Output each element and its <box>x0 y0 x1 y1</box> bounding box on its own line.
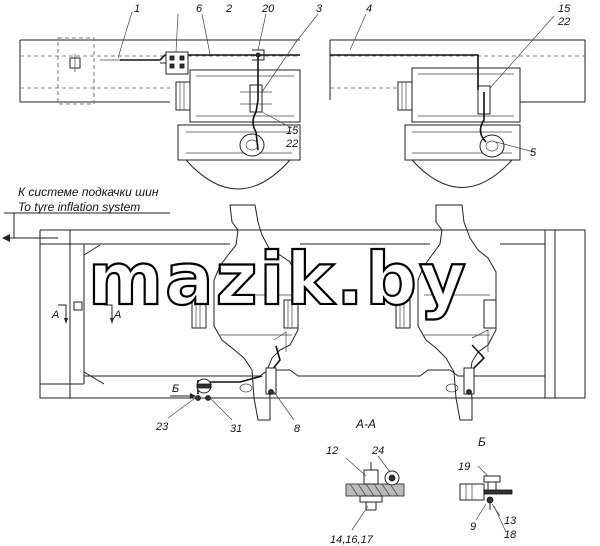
leader-lines-lower <box>167 391 295 421</box>
pipe-clip-top <box>69 54 81 72</box>
section-b-mark <box>170 393 196 399</box>
callout-5: 5 <box>530 147 537 159</box>
air-pipes-top-view <box>100 54 487 151</box>
callout-24: 24 <box>371 445 384 457</box>
caption-ru: К системе подкачки шин <box>18 185 159 199</box>
top-right-frame-rail <box>329 39 586 103</box>
front-axle-top-view <box>175 69 301 190</box>
caption-en: To tyre inflation system <box>18 200 140 214</box>
section-a-marks <box>58 301 114 324</box>
callout-6: 6 <box>196 3 203 15</box>
section-title-aa: А-А <box>355 417 376 431</box>
front-axle-lower-view <box>191 204 299 421</box>
caption-arrow <box>2 212 170 242</box>
top-left-frame-rail <box>19 37 300 105</box>
callout-15-top-right: 15 <box>558 3 571 15</box>
callout-15-mid: 15 <box>286 125 299 137</box>
section-title-b: Б <box>478 435 486 449</box>
callout-8: 8 <box>294 423 301 435</box>
callout-3: 3 <box>316 3 323 15</box>
callout-1: 1 <box>134 3 140 15</box>
callout-9: 9 <box>470 521 476 533</box>
callout-31: 31 <box>230 423 242 435</box>
callout-2: 2 <box>225 3 232 15</box>
callout-20: 20 <box>261 3 275 15</box>
watermark-text: mazik.by <box>88 237 468 321</box>
callout-19: 19 <box>458 461 470 473</box>
air-pipes-lower-view <box>197 329 489 394</box>
section-mark-a-right: A <box>113 309 121 321</box>
detail-aa <box>345 455 405 531</box>
valve-block-6 <box>160 51 189 75</box>
bracket-rear-lower <box>463 367 475 395</box>
detail-b <box>459 465 513 533</box>
leader-lines-top <box>117 11 555 153</box>
clamp-23-31 <box>195 378 212 401</box>
section-mark-a-left: A <box>51 309 59 321</box>
callout-18: 18 <box>504 529 517 541</box>
rear-axle-lower-view <box>395 204 497 421</box>
chassis-frame-lower <box>39 229 586 399</box>
callout-23: 23 <box>155 421 169 433</box>
rear-axle-top-view <box>397 67 521 188</box>
bracket-8 <box>265 367 277 395</box>
section-mark-b: Б <box>172 383 179 395</box>
callout-22-mid: 22 <box>285 138 298 150</box>
callout-4: 4 <box>366 3 372 15</box>
callout-12: 12 <box>326 445 338 457</box>
callout-14-16-17: 14,16,17 <box>330 534 374 546</box>
callout-22-top-right: 22 <box>557 16 570 28</box>
callout-13: 13 <box>504 515 517 527</box>
